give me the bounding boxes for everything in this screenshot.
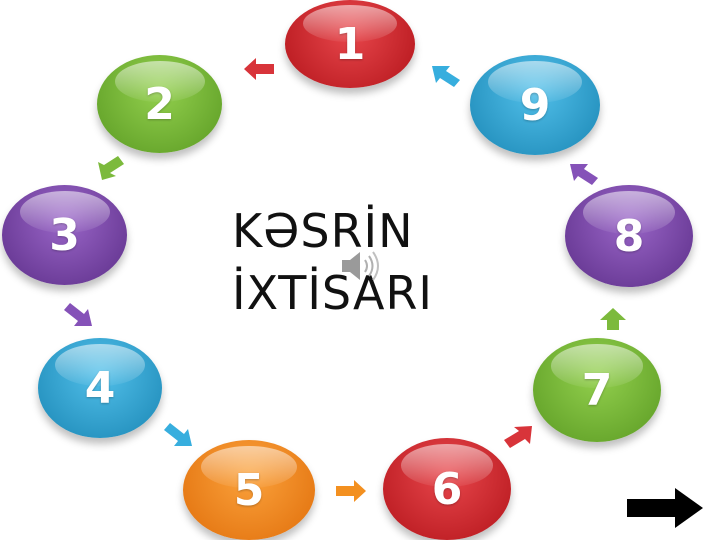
circle-2-number: 2 xyxy=(144,78,175,130)
right-arrow-icon[interactable] xyxy=(625,486,705,530)
circle-9-number: 9 xyxy=(519,79,551,131)
arrow-3-to-4-icon xyxy=(64,303,92,326)
circle-8: 8 xyxy=(565,185,693,287)
circle-3: 3 xyxy=(2,185,127,285)
circle-8-number: 8 xyxy=(613,210,645,262)
circle-6-number: 6 xyxy=(431,463,463,515)
arrow-8-to-9-icon xyxy=(570,164,598,185)
arrow-9-to-1-icon xyxy=(432,66,460,87)
circle-5: 5 xyxy=(183,440,315,540)
circle-4-number: 4 xyxy=(84,362,116,414)
circle-1-number: 1 xyxy=(334,18,366,70)
arrow-1-to-2-icon xyxy=(244,58,274,80)
circle-4: 4 xyxy=(38,338,162,438)
arrow-6-to-7-icon xyxy=(504,426,532,448)
circle-1: 1 xyxy=(285,0,415,88)
circle-9: 9 xyxy=(470,55,600,155)
circle-7: 7 xyxy=(533,338,661,442)
circle-3-number: 3 xyxy=(49,209,80,261)
title-line-2: İXTİSARI xyxy=(232,266,433,320)
arrow-5-to-6-icon xyxy=(336,480,366,502)
title-line-1: KƏSRİN xyxy=(232,204,414,258)
slide-title: KƏSRİN İXTİSARI xyxy=(232,200,433,324)
circle-6: 6 xyxy=(383,438,511,540)
arrow-7-to-8-icon xyxy=(600,308,626,330)
arrow-4-to-5-icon xyxy=(164,423,192,446)
speaker-icon[interactable] xyxy=(340,248,386,284)
circle-7-number: 7 xyxy=(581,364,613,416)
circle-2: 2 xyxy=(97,55,222,153)
arrow-2-to-3-icon xyxy=(98,156,124,180)
circle-5-number: 5 xyxy=(233,464,265,516)
